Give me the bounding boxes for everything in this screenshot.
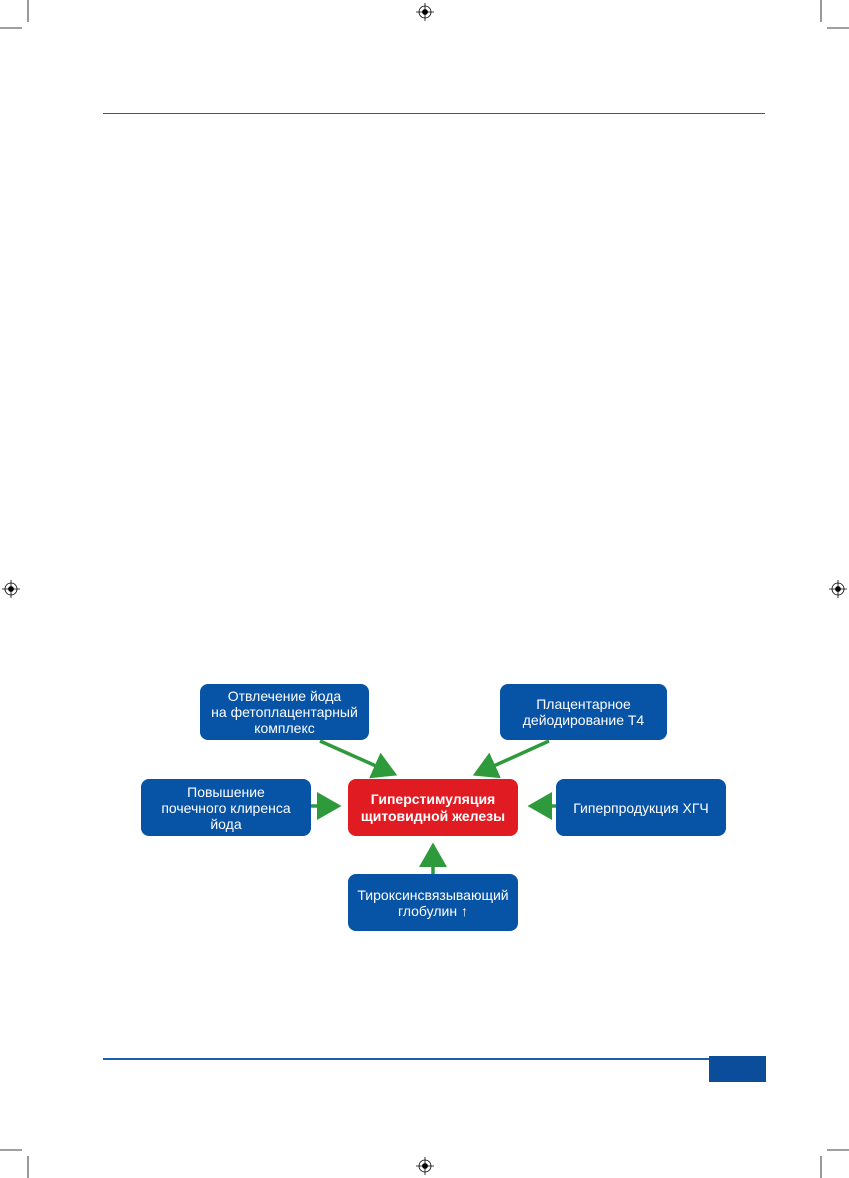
center-label: Гиперстимуляция щитовидной железы [360,790,506,824]
node-tbg-increase: Тироксинсвязывающий глобулин ↑ [348,874,518,931]
arrow-iodine-diversion [319,739,398,779]
registration-mark-right [829,580,847,598]
footer-rule [103,1058,709,1060]
header-rule [103,113,765,114]
node-iodine-diversion: Отвлечение йода на фетоплацентарный комп… [200,684,369,740]
page-number-tab [709,1056,766,1082]
arrow-placental-deiodination [472,739,550,779]
node-label: Повышение почечного клиренса йода [161,783,291,832]
node-renal-clearance: Повышение почечного клиренса йода [141,779,311,836]
node-label: Гиперпродукция ХГЧ [573,799,709,816]
node-label: Отвлечение йода на фетоплацентарный комп… [211,688,358,736]
node-label: Тироксинсвязывающий глобулин ↑ [357,886,509,919]
registration-mark-left [2,580,20,598]
registration-mark-bottom [416,1157,434,1175]
node-label: Плацентарное дейодирование Т4 [522,696,645,728]
node-placental-deiodination: Плацентарное дейодирование Т4 [500,684,667,740]
node-hcg-overproduction: Гиперпродукция ХГЧ [556,779,726,836]
node-thyroid-hyperstimulation: Гиперстимуляция щитовидной железы [348,779,518,836]
registration-mark-top [416,3,434,21]
